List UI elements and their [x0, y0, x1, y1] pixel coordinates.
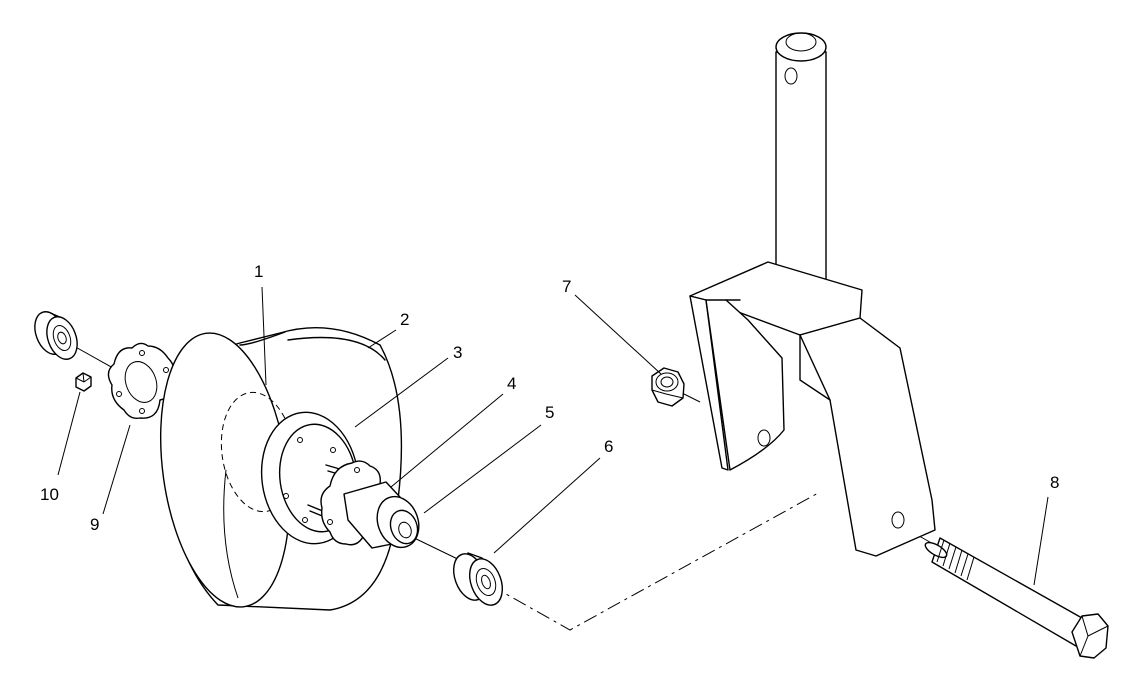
- callout-3: 3: [453, 343, 462, 362]
- callout-labels: 1 2 3 4 5 6 7 8 9 10: [40, 262, 1059, 534]
- bearing-flange-outer: [107, 342, 175, 420]
- callout-7: 7: [562, 277, 571, 296]
- locknut: [651, 367, 685, 407]
- callout-5: 5: [545, 403, 554, 422]
- axle-bolt: [924, 537, 1109, 659]
- callout-2: 2: [400, 310, 409, 329]
- bearing-right: [452, 552, 504, 606]
- small-nut: [75, 372, 92, 392]
- callout-8: 8: [1050, 473, 1059, 492]
- callout-10: 10: [40, 485, 59, 504]
- bearing-left: [34, 311, 78, 360]
- callout-6: 6: [604, 437, 613, 456]
- callout-9: 9: [90, 515, 99, 534]
- caster-fork: [689, 32, 936, 557]
- callout-1: 1: [254, 262, 263, 281]
- leader-lines: [57, 286, 1049, 586]
- spacer-tube: [343, 481, 420, 549]
- callout-4: 4: [507, 374, 516, 393]
